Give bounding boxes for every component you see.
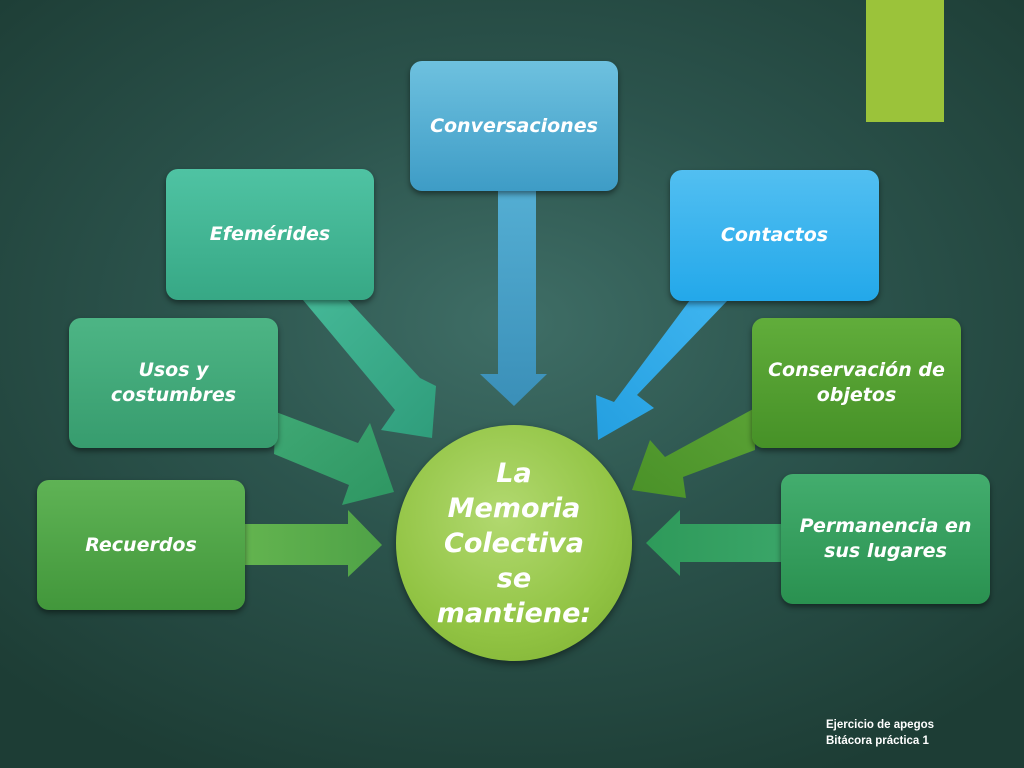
arrow-conservacion [632,408,755,498]
box-recuerdos: Recuerdos [37,480,245,610]
box-efemerides: Efemérides [166,169,374,300]
arrow-permanencia [646,510,782,576]
footer-line-1: Ejercicio de apegos [826,719,935,731]
arrow-efemerides [303,300,436,438]
footer-note: Ejercicio de apegos Bitácora práctica 1 [826,717,934,749]
box-conservacion-objetos: Conservación de objetos [752,318,961,448]
box-contactos: Contactos [670,170,879,301]
arrow-recuerdos [243,510,382,577]
box-usos-costumbres-label: Usos y costumbres [110,359,237,406]
box-permanencia-lugares-label: Permanencia en sus lugares [799,515,972,562]
box-conservacion-objetos-label: Conservación de objetos [768,359,945,406]
footer-line-2: Bitácora práctica 1 [826,735,929,747]
accent-bar [866,0,944,122]
box-permanencia-lugares: Permanencia en sus lugares [781,474,990,604]
box-efemerides-label: Efemérides [209,223,331,245]
center-circle: La Memoria Colectiva se mantiene: [396,425,632,661]
box-conversaciones-label: Conversaciones [430,114,598,137]
box-contactos-label: Contactos [720,224,829,246]
box-usos-costumbres: Usos y costumbres [69,318,278,448]
center-label: La Memoria Colectiva se mantiene: [436,457,592,629]
arrow-conversaciones [480,190,547,406]
arrow-contactos [596,300,728,440]
box-recuerdos-label: Recuerdos [85,533,197,556]
box-conversaciones: Conversaciones [410,61,618,191]
arrow-usos [274,412,394,505]
